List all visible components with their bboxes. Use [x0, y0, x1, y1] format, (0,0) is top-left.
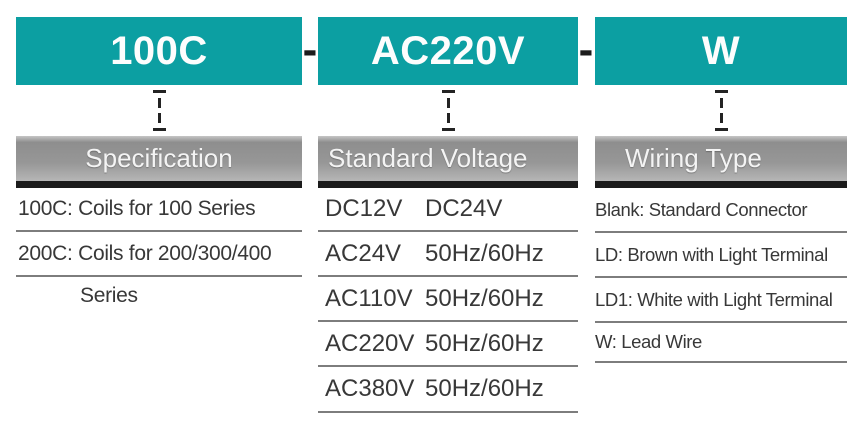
- column-wiring-type: W Wiring Type Blank: Standard Connector …: [595, 17, 847, 363]
- frequency-cell: 50Hz/60Hz: [425, 239, 544, 267]
- voltage-cell: AC220V: [325, 329, 415, 357]
- voltage-cell: DC24V: [425, 195, 503, 222]
- spec-row-continuation: Series: [80, 284, 138, 307]
- spec-row: 200C: Coils for 200/300/400: [16, 232, 302, 277]
- connector-dash: [157, 113, 161, 123]
- column-standard-voltage: AC220V Standard Voltage DC12V DC24V AC24…: [318, 17, 578, 413]
- frequency-cell: 50Hz/60Hz: [425, 329, 544, 357]
- voltage-row: AC110V 50Hz/60Hz: [318, 277, 578, 322]
- spec-row: 100C: Coils for 100 Series: [16, 188, 302, 232]
- connector-dash: [719, 113, 723, 123]
- wiring-row: Blank: Standard Connector: [595, 188, 847, 233]
- code-segment-box-wiring: W: [595, 17, 847, 85]
- voltage-row: AC380V 50Hz/60Hz: [318, 367, 578, 413]
- wiring-row: W: Lead Wire: [595, 323, 847, 363]
- wiring-row: LD1: White with Light Terminal: [595, 278, 847, 323]
- connector-cap-bottom: [152, 128, 166, 131]
- connector-dash: [719, 98, 723, 108]
- frequency-cell: 50Hz/60Hz: [425, 375, 544, 402]
- header-underline-bar: [16, 181, 302, 188]
- code-separator-dash: -: [302, 25, 318, 74]
- column-header-standard-voltage: Standard Voltage: [318, 136, 578, 181]
- column-header-specification: Specification: [16, 136, 302, 181]
- frequency-cell: 50Hz/60Hz: [425, 284, 544, 312]
- voltage-cell: DC12V: [325, 195, 403, 222]
- connector-cap-top: [714, 90, 728, 93]
- connector-dash: [446, 98, 450, 108]
- connector-cap-bottom: [714, 128, 728, 131]
- column-header-wiring-type: Wiring Type: [595, 136, 847, 181]
- dashed-connector: [16, 85, 302, 136]
- dashed-connector: [318, 85, 578, 136]
- voltage-cell: AC380V: [325, 375, 415, 402]
- connector-cap-top: [441, 90, 455, 93]
- header-underline-bar: [318, 181, 578, 188]
- connector-dash: [446, 113, 450, 123]
- voltage-row: DC12V DC24V: [318, 188, 578, 232]
- voltage-cell: AC110V: [325, 284, 413, 312]
- connector-cap-top: [152, 90, 166, 93]
- dashed-connector: [595, 85, 847, 136]
- voltage-row: AC220V 50Hz/60Hz: [318, 322, 578, 367]
- connector-cap-bottom: [441, 128, 455, 131]
- wiring-row: LD: Brown with Light Terminal: [595, 233, 847, 278]
- code-separator-dash: -: [578, 25, 594, 74]
- code-segment-box-specification: 100C: [16, 17, 302, 85]
- connector-dash: [157, 98, 161, 108]
- voltage-cell: AC24V: [325, 239, 402, 267]
- code-segment-box-voltage: AC220V: [318, 17, 578, 85]
- column-specification: 100C Specification 100C: Coils for 100 S…: [16, 17, 302, 315]
- voltage-row: AC24V 50Hz/60Hz: [318, 232, 578, 277]
- header-underline-bar: [595, 181, 847, 188]
